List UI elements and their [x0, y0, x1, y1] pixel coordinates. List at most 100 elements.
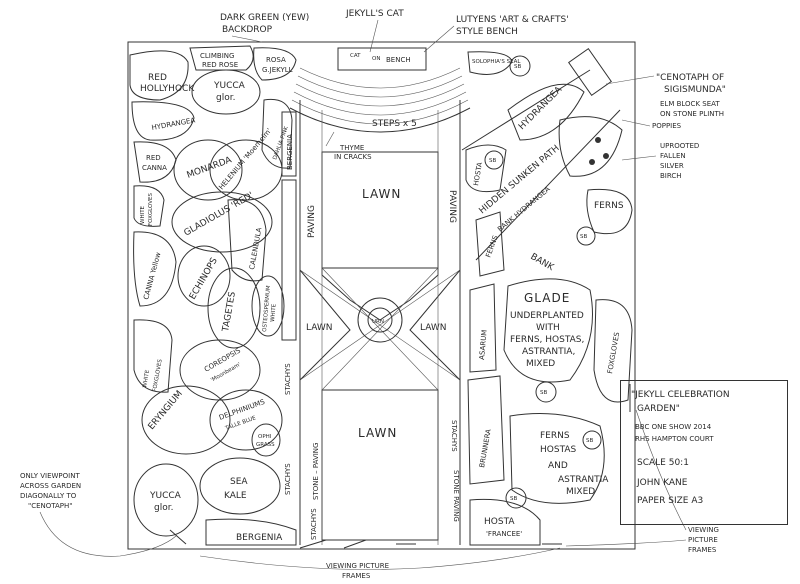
lawn-label: LAWN — [358, 426, 397, 440]
lawn-label: LAWN — [362, 187, 401, 201]
callout-text: POPPIES — [652, 122, 682, 130]
bed-label: glor. — [154, 503, 173, 513]
bed-label: DELPHINIUMS — [218, 398, 267, 422]
callout-text: VIEWING PICTURE — [326, 562, 389, 570]
bench-label: BENCH — [386, 56, 411, 64]
paving-label: PAVING — [447, 190, 457, 223]
bed-label: HYDRANGEA — [151, 116, 196, 132]
urn-surround — [357, 297, 403, 343]
sb-label: SB — [580, 234, 587, 240]
paper-size-text: PAPER SIZE A3 — [637, 496, 703, 506]
callout-text: UPROOTED — [660, 142, 699, 150]
bed-label: CANNA — [142, 164, 167, 172]
bed-label: YUCCA — [213, 81, 246, 91]
bed-label: FERNS — [594, 201, 624, 211]
stone-paving-label: STONE PAVING — [452, 470, 460, 522]
cat-callout: JEKYLL'S CAT — [345, 9, 404, 53]
stone-paving-label: STONE – PAVING — [312, 443, 320, 500]
bed-label: FERNS — [540, 431, 570, 441]
bed-label: SOLOPHIA'S SEAL — [472, 59, 521, 65]
left-border-beds: RED HOLLYHOCK CLIMBING RED ROSE ROSA G.J… — [129, 45, 297, 546]
callout-text: ACROSS GARDEN — [20, 482, 81, 490]
bed-label: ERYNGIUM — [147, 389, 185, 432]
bed-label: CALENDULA — [248, 227, 263, 271]
bed-label: WHITE — [140, 205, 146, 224]
callout-text: FRAMES — [688, 546, 717, 554]
bench-label: ON — [372, 56, 380, 62]
scale-text: SCALE 50:1 — [637, 458, 689, 468]
venue-text: RHS HAMPTON COURT — [635, 435, 714, 443]
callout-text: LUTYENS 'ART & CRAFTS' — [456, 15, 569, 25]
backdrop-callout: DARK GREEN (YEW) BACKDROP — [220, 13, 309, 43]
sb-label: SB — [586, 438, 593, 444]
designer-text: JOHN KANE — [636, 478, 688, 488]
bed-label: GRASS — [256, 442, 275, 448]
uprooted-callout: UPROOTED FALLEN SILVER BIRCH — [621, 142, 699, 180]
callout-text: FRAMES — [342, 572, 371, 580]
right-border-beds: HIDDEN SUNKEN PATH BANK HYDRANGEA SOLOPH… — [461, 48, 633, 546]
thyme-label: THYME — [339, 144, 364, 152]
sb-label: SB — [514, 64, 521, 70]
sb-label: SB — [540, 390, 547, 396]
lawn-bottom — [321, 389, 439, 541]
bed-label: OSTEOSPERMUM — [262, 285, 272, 332]
callout-text: ELM BLOCK SEAT — [660, 100, 720, 108]
callout-text: "CENOTAPH" — [28, 502, 73, 510]
viewpoint-callout: ONLY VIEWPOINT ACROSS GARDEN DIAGONALLY … — [20, 472, 187, 557]
lawn-top — [321, 151, 439, 269]
title-block: "JEKYLL CELEBRATION GARDEN" BBC ONE SHOW… — [620, 380, 788, 525]
bed-label: RED — [146, 154, 161, 162]
bench-callout: LUTYENS 'ART & CRAFTS' STYLE BENCH — [423, 15, 569, 53]
callout-text: STYLE BENCH — [456, 27, 518, 37]
glade — [503, 278, 593, 383]
bed-label: SEA — [230, 477, 248, 487]
bed-label: ASARUM — [478, 329, 489, 360]
glade-label: FERNS, HOSTAS, — [510, 335, 584, 345]
paving-diagonals — [299, 267, 461, 391]
callout-text: "CENOTAPH OF — [656, 73, 724, 83]
glade-label: MIXED — [526, 359, 555, 369]
sb-label: SB — [510, 496, 517, 502]
poppies-callout: POPPIES — [621, 119, 682, 130]
show-text: BBC ONE SHOW 2014 — [635, 423, 712, 431]
silver-birch — [509, 55, 531, 77]
bed-label: AND — [548, 461, 568, 471]
callout-text: BACKDROP — [222, 25, 273, 35]
bed-label: ECHINOPS — [188, 256, 220, 301]
callout-text: ON STONE PLINTH — [660, 110, 724, 118]
bed-label: FOXGLOVES — [148, 192, 154, 226]
bed-label: TAGETES — [221, 291, 238, 334]
paving-label: PAVING — [307, 205, 317, 238]
callout-text: SILVER — [660, 162, 684, 170]
bed-label: RED ROSE — [202, 61, 238, 69]
callout-text: DARK GREEN (YEW) — [220, 13, 309, 23]
glade-label: WITH — [536, 323, 560, 333]
bed-label: HOLLYHOCK — [140, 84, 195, 94]
lawn-label: LAWN — [306, 323, 333, 333]
callout-text: SIGISMUNDA" — [664, 85, 726, 95]
callout-text: JEKYLL'S CAT — [345, 9, 404, 19]
urn-label: URN — [372, 319, 384, 325]
bed-label: HYDRANGEA — [517, 84, 565, 132]
bed-label: HOSTAS — [540, 445, 577, 455]
bed-label: RED — [148, 73, 167, 83]
bed-label: ROSA — [266, 56, 286, 64]
fallen-birch — [558, 116, 623, 177]
title-text: "JEKYLL CELEBRATION — [631, 390, 730, 400]
title-text: GARDEN" — [637, 404, 680, 414]
bed-label: WHITE — [270, 303, 278, 322]
bed-label: CLIMBING — [200, 52, 234, 60]
stachys-label: STACHYS — [284, 463, 292, 495]
viewing-frames: VIEWING PICTURE FRAMES VIEWING PICTURE F… — [199, 384, 719, 580]
stachys-label: STACHYS — [450, 420, 458, 452]
bank-label: BANK — [529, 252, 557, 274]
sb-label: SB — [489, 158, 496, 164]
bed-label: HOSTA — [484, 517, 515, 527]
bench-label: CAT — [350, 53, 361, 59]
bed-label: ASTRANTIA — [558, 475, 609, 485]
callout-text: BIRCH — [660, 172, 682, 180]
bed-label: FOXGLOVES — [152, 358, 164, 392]
bed-label: CANNA Yellow — [142, 251, 162, 300]
bed-label: OPHI — [258, 434, 272, 440]
